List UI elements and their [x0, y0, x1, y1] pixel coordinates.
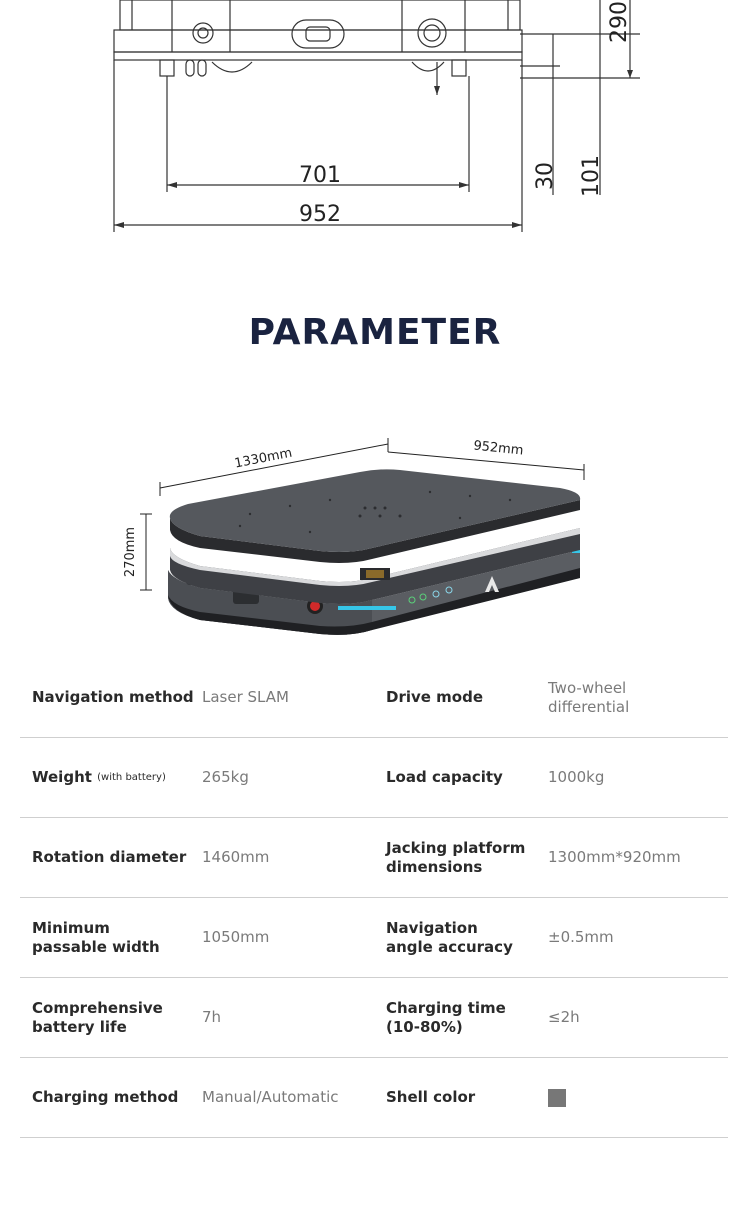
- spec-row: Weight (with battery) 265kg Load capacit…: [20, 738, 728, 818]
- spec-label: Rotation diameter: [32, 848, 187, 866]
- spec-label: Weight: [32, 768, 92, 786]
- spec-label-weight: Weight (with battery): [32, 738, 200, 817]
- spec-row: Charging method Manual/Automatic Shell c…: [20, 1058, 728, 1138]
- spec-label: Charging time (10-80%): [386, 998, 506, 1036]
- spec-row: Rotation diameter 1460mm Jacking platfor…: [20, 818, 728, 898]
- color-swatch: [548, 1088, 566, 1107]
- spec-label: Navigation method: [32, 688, 194, 706]
- spec-value: ≤2h: [548, 1008, 580, 1026]
- spec-row: Comprehensive battery life 7h Charging t…: [20, 978, 728, 1058]
- dim-952: 952: [299, 202, 341, 227]
- spec-label: Minimum passable width: [32, 918, 160, 956]
- spec-row: Navigation method Laser SLAM Drive mode …: [20, 658, 728, 738]
- section-title: PARAMETER: [248, 312, 502, 353]
- spec-label-note: (with battery): [97, 772, 166, 783]
- spec-label: Load capacity: [386, 768, 503, 786]
- spec-value: 1300mm*920mm: [548, 848, 681, 866]
- spec-label: Drive mode: [386, 688, 484, 706]
- dim-101: 101: [579, 155, 604, 197]
- spec-label: Comprehensive battery life: [32, 998, 163, 1036]
- spec-value: 265kg: [202, 768, 249, 786]
- spec-label: Navigation angle accuracy: [386, 918, 513, 956]
- spec-value: 1050mm: [202, 928, 270, 946]
- spec-label: Charging method: [32, 1088, 179, 1106]
- spec-value: 1460mm: [202, 848, 270, 866]
- shell-color-cell: [548, 1058, 728, 1137]
- spec-table: Navigation method Laser SLAM Drive mode …: [20, 658, 728, 1138]
- spec-value: 7h: [202, 1008, 222, 1026]
- height-label: 270mm: [123, 527, 138, 577]
- spec-value: ±0.5mm: [548, 928, 614, 946]
- spec-label: Shell color: [386, 1088, 476, 1106]
- dim-30: 30: [533, 162, 558, 190]
- robot-illustration: 1330mm 952mm 270mm: [123, 438, 585, 635]
- spec-label: Jacking platform dimensions: [386, 838, 526, 876]
- dim-290: 290: [607, 1, 632, 43]
- spec-value: Manual/Automatic: [202, 1088, 339, 1106]
- width-label: 952mm: [473, 438, 524, 458]
- spec-row: Minimum passable width 1050mm Navigation…: [20, 898, 728, 978]
- technical-drawing: 701 952 30 101 290: [113, 0, 640, 232]
- spec-value: Laser SLAM: [202, 688, 289, 706]
- spec-value: Two-wheel differential: [548, 678, 630, 716]
- spec-value: 1000kg: [548, 768, 605, 786]
- dim-701: 701: [299, 163, 341, 188]
